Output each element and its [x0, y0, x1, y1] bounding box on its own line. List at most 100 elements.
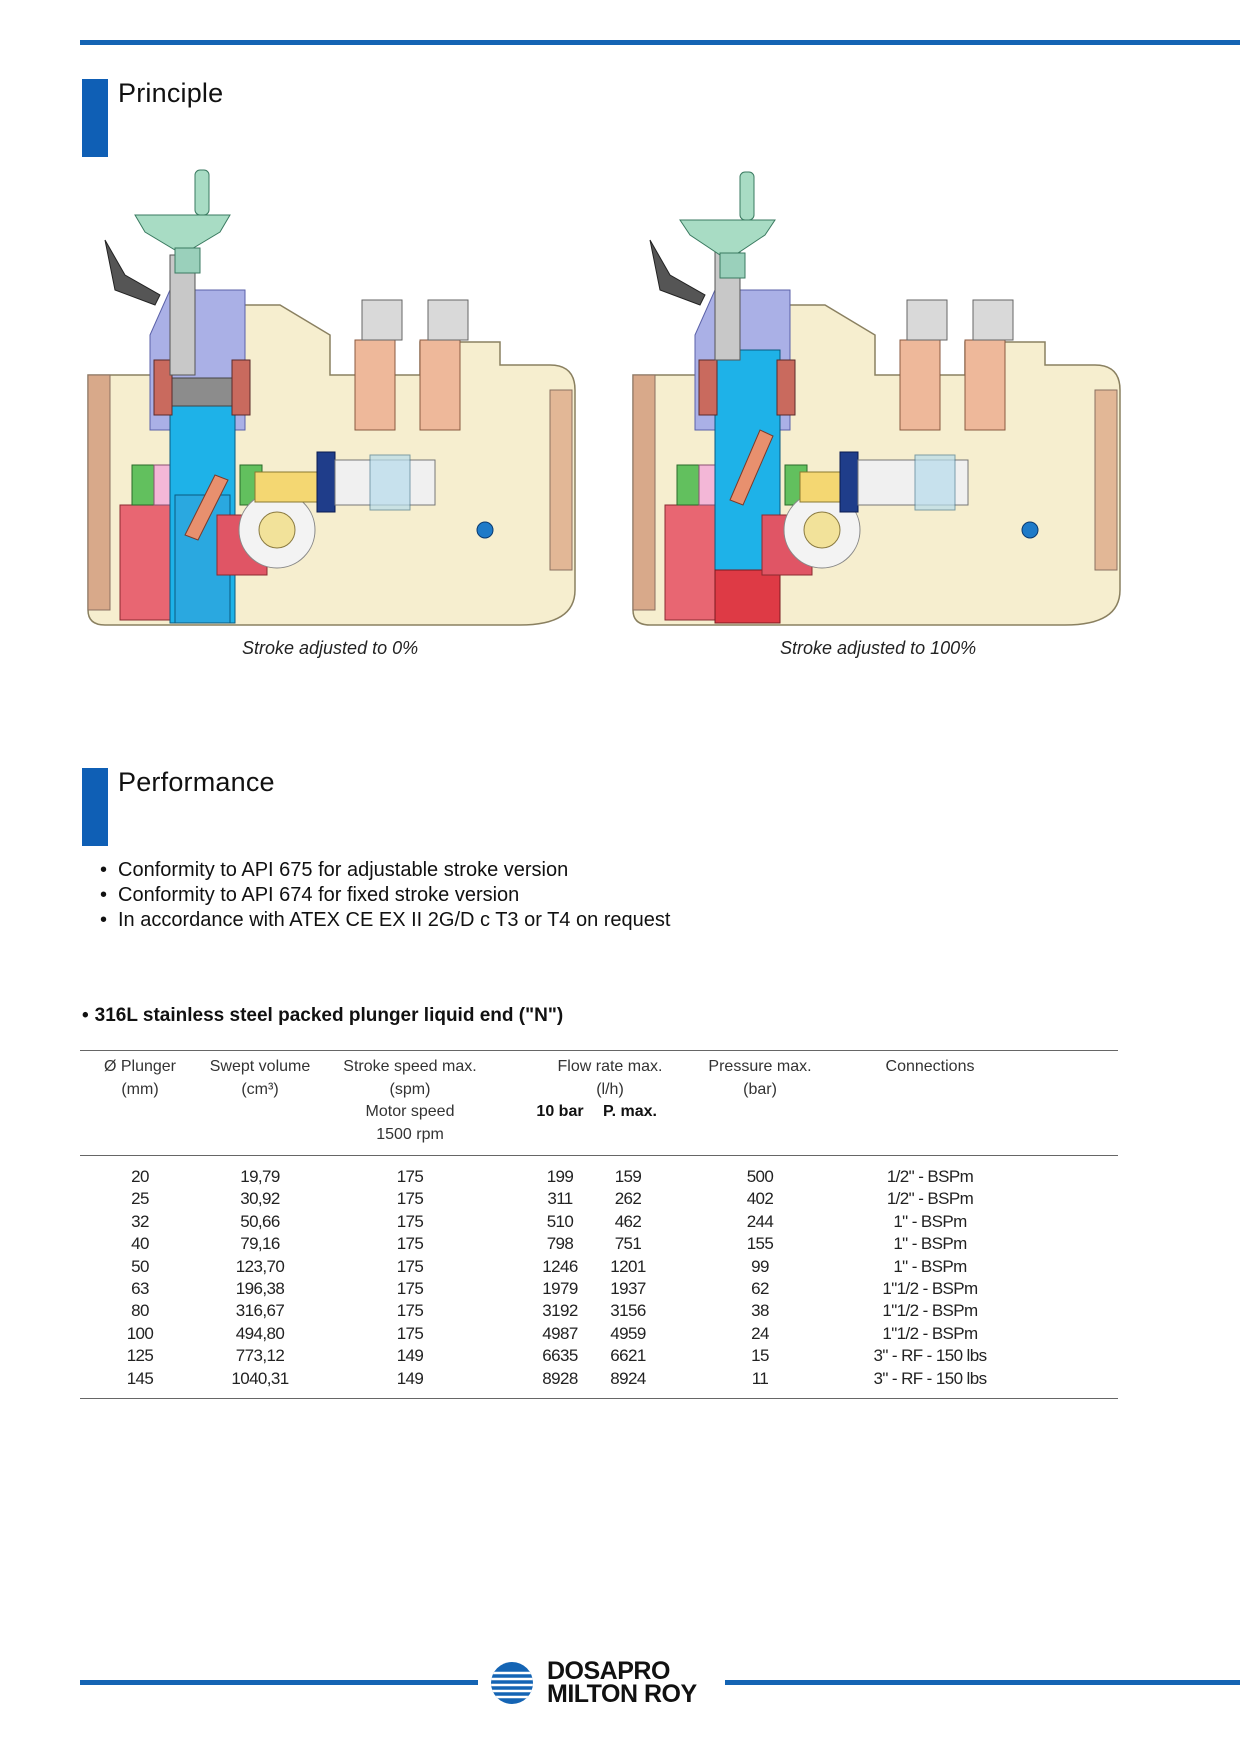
- cell: 19,79: [240, 1167, 280, 1186]
- cell: 316,67: [235, 1301, 285, 1321]
- cell: 175: [396, 1211, 424, 1231]
- cell: 262: [614, 1189, 642, 1209]
- pump-cutaway-0-percent: [87, 169, 576, 626]
- cell: 62: [751, 1279, 769, 1299]
- cell: 8924: [610, 1368, 646, 1388]
- footer-rule-right: [725, 1680, 1240, 1685]
- cell: 123,70: [235, 1256, 285, 1276]
- cell: 1"1/2 - BSPm: [882, 1279, 978, 1299]
- cell: 1/2" - BSPm: [886, 1167, 974, 1186]
- cell: 244: [746, 1211, 774, 1231]
- bullet-item: In accordance with ATEX CE EX II 2G/D c …: [100, 908, 670, 933]
- cell: 175: [396, 1167, 424, 1186]
- cell: 1937: [610, 1279, 646, 1299]
- top-rule: [80, 40, 1240, 45]
- milton-roy-globe-icon: [491, 1662, 533, 1704]
- cell: 30,92: [240, 1189, 280, 1209]
- column-plunger: 20 25 32 40 50 63 80 100 125 145: [100, 1166, 180, 1390]
- cell: 175: [396, 1301, 424, 1321]
- cell: 1"1/2 - BSPm: [882, 1323, 978, 1343]
- column-flow-pmax: 159 262 462 751 1201 1937 3156 4959 6621…: [598, 1166, 658, 1390]
- table-top-rule: [80, 1050, 1118, 1051]
- principle-heading: Principle: [118, 78, 224, 108]
- cell: 175: [396, 1189, 424, 1209]
- cell: 11: [751, 1368, 769, 1388]
- cell: 15: [751, 1346, 769, 1366]
- cell: 1040,31: [231, 1368, 289, 1388]
- cell: 1979: [542, 1279, 578, 1299]
- column-pressure: 500 402 244 155 99 62 38 24 15 11: [720, 1166, 800, 1390]
- cell: 402: [746, 1189, 774, 1209]
- cell: 4987: [542, 1323, 578, 1343]
- cell: 1201: [610, 1256, 646, 1276]
- cell: 99: [751, 1256, 769, 1276]
- cell: 80: [131, 1301, 149, 1321]
- cell: 50,66: [240, 1211, 280, 1231]
- cell: 159: [614, 1167, 642, 1186]
- cell: 50: [131, 1256, 149, 1276]
- cell: 462: [614, 1211, 642, 1231]
- cell: 8928: [542, 1368, 578, 1388]
- header-flow-pmax: P. max.: [603, 1103, 657, 1120]
- cell: 25: [131, 1189, 149, 1209]
- cell: 751: [614, 1234, 642, 1254]
- caption-stroke-0: Stroke adjusted to 0%: [242, 638, 419, 658]
- header-connections: Connections: [885, 1058, 975, 1075]
- cell: 3156: [610, 1301, 646, 1321]
- header-flow-10bar: 10 bar: [536, 1103, 584, 1120]
- cell: 1" - BSPm: [893, 1234, 967, 1254]
- cell: 1" - BSPm: [893, 1256, 967, 1276]
- column-flow-10bar: 199 311 510 798 1246 1979 3192 4987 6635…: [530, 1166, 590, 1390]
- section-marker: [82, 79, 108, 157]
- cell: 38: [751, 1301, 769, 1321]
- cell: 3192: [542, 1301, 578, 1321]
- bullet-item: Conformity to API 674 for fixed stroke v…: [100, 883, 670, 908]
- header-swept-volume: Swept volume (cm³): [209, 1058, 311, 1098]
- column-connections: 1/2" - BSPm 1/2" - BSPm 1" - BSPm 1" - B…: [845, 1166, 1015, 1390]
- cell: 494,80: [235, 1323, 285, 1343]
- caption-stroke-100: Stroke adjusted to 100%: [780, 638, 977, 658]
- table-bottom-rule: [80, 1398, 1118, 1399]
- cell: 4959: [610, 1323, 646, 1343]
- performance-bullets: Conformity to API 675 for adjustable str…: [100, 858, 670, 933]
- cell: 510: [546, 1211, 574, 1231]
- cell: 773,12: [235, 1346, 285, 1366]
- performance-heading: Performance: [118, 767, 275, 797]
- cell: 175: [396, 1279, 424, 1299]
- cell: 6621: [610, 1346, 646, 1366]
- cell: 196,38: [235, 1279, 285, 1299]
- cell: 1/2" - BSPm: [886, 1189, 974, 1209]
- cell: 175: [396, 1234, 424, 1254]
- cell: 1" - BSPm: [893, 1211, 967, 1231]
- column-stroke-speed: 175 175 175 175 175 175 175 175 149 149: [370, 1166, 450, 1390]
- cell: 24: [751, 1323, 769, 1343]
- bullet-item: Conformity to API 675 for adjustable str…: [100, 858, 670, 883]
- cell: 63: [131, 1279, 149, 1299]
- cell: 1246: [542, 1256, 578, 1276]
- cell: 3" - RF - 150 lbs: [873, 1346, 988, 1366]
- cell: 175: [396, 1323, 424, 1343]
- cell: 149: [396, 1346, 424, 1366]
- cell: 20: [131, 1167, 149, 1186]
- cell: 199: [546, 1167, 574, 1186]
- cell: 798: [546, 1234, 574, 1254]
- header-flow-rate: Flow rate max. (l/h): [557, 1058, 663, 1098]
- cell: 125: [126, 1346, 154, 1366]
- cell: 79,16: [240, 1234, 280, 1254]
- cell: 3" - RF - 150 lbs: [873, 1368, 988, 1388]
- cell: 100: [126, 1323, 154, 1343]
- section-marker: [82, 768, 108, 846]
- table-title: 316L stainless steel packed plunger liqu…: [82, 1005, 564, 1027]
- header-pressure: Pressure max. (bar): [708, 1058, 812, 1098]
- cell: 500: [746, 1167, 774, 1186]
- logo-line-2: MILTON ROY: [547, 1680, 697, 1708]
- cell: 149: [396, 1368, 424, 1388]
- footer-rule-left: [80, 1680, 478, 1685]
- cell: 1"1/2 - BSPm: [882, 1301, 978, 1321]
- column-swept-volume: 19,79 30,92 50,66 79,16 123,70 196,38 31…: [215, 1166, 305, 1390]
- table-header-rule: [80, 1155, 1118, 1156]
- cell: 145: [126, 1368, 154, 1388]
- header-stroke-speed: Stroke speed max. (spm) Motor speed 1500…: [343, 1058, 477, 1143]
- cell: 155: [746, 1234, 774, 1254]
- cell: 175: [396, 1256, 424, 1276]
